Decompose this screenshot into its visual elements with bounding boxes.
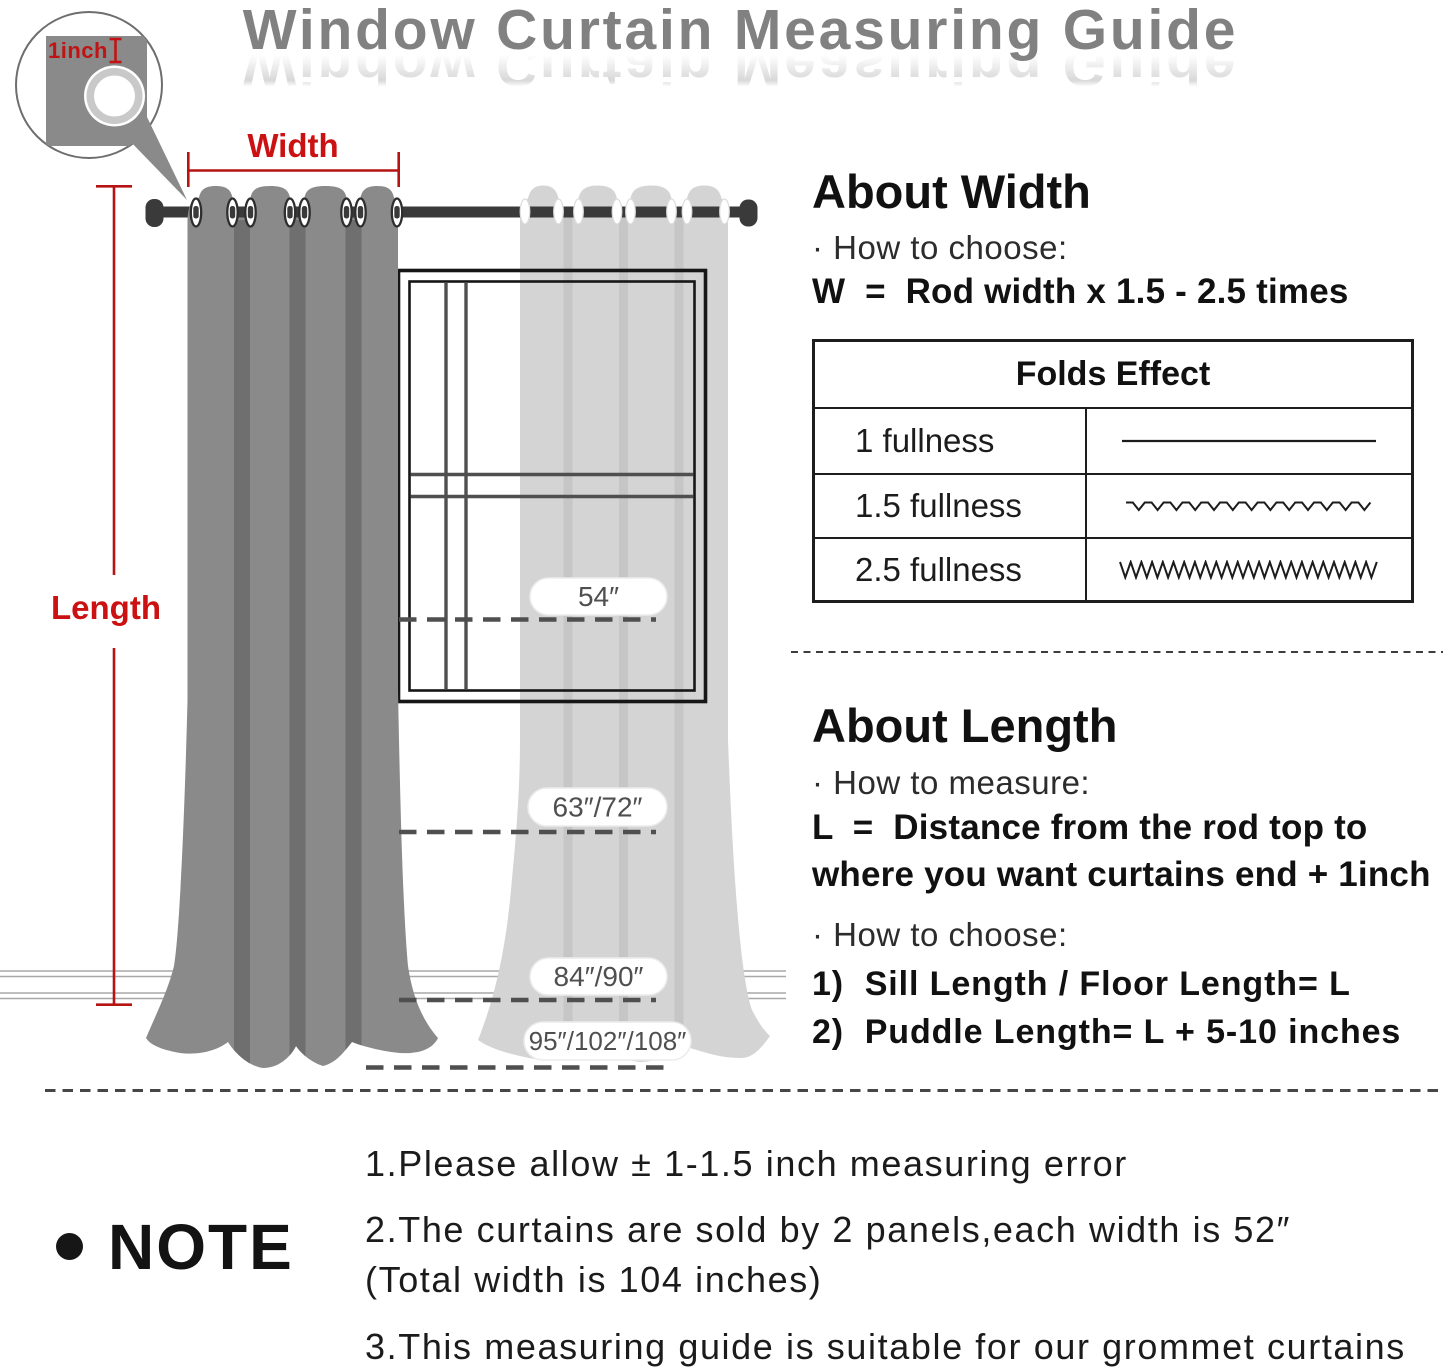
light-grommets (519, 198, 730, 225)
length-formula-line2: where you want curtains end + 1inch (812, 855, 1431, 894)
size-pill-63-72-label: 63″/72″ (553, 792, 643, 823)
magnified-grommet-hole (94, 75, 135, 117)
size-pill-63-72: 63″/72″ (527, 787, 668, 827)
length-dimension (96, 185, 132, 1007)
window (396, 268, 708, 704)
page-title-wrap: Window Curtain Measuring Guide (18, 0, 1445, 59)
folds-table-row-1: 1 fullness (815, 409, 1411, 473)
about-length-how-to-choose: · How to choose: (812, 916, 1068, 953)
note-line-2: 2.The curtains are sold by 2 panels,each… (365, 1209, 1292, 1250)
dark-curtain (146, 186, 438, 1068)
note-bullet (56, 1233, 83, 1260)
page-title: Window Curtain Measuring Guide (242, 0, 1239, 62)
one-inch-bracket (109, 37, 122, 64)
folds-row1-effect (1087, 409, 1411, 473)
folds-table-row-3: 2.5 fullness (815, 537, 1411, 601)
note-line-2b: (Total width is 104 inches) (365, 1259, 823, 1300)
size-pill-54-label: 54″ (578, 581, 619, 612)
size-pill-95-102-108-label: 95″/102″/108″ (529, 1026, 687, 1056)
fold-line-wavy (1126, 501, 1372, 512)
folds-row3-label: 2.5 fullness (815, 539, 1087, 601)
light-curtain-folds (563, 214, 684, 1062)
size-pills: 54″ 63″/72″ 84″/90″ 95″/102″/108″ (523, 577, 692, 1061)
size-lines (366, 617, 669, 1070)
grommet-magnifier: 1inch (15, 11, 187, 200)
about-width-heading: About Width (812, 165, 1091, 218)
size-pill-54: 54″ (529, 577, 668, 616)
fold-line-zigzag (1119, 560, 1378, 580)
folds-row2-effect (1087, 475, 1411, 537)
folds-table-header: Folds Effect (815, 342, 1411, 409)
folds-effect-table: Folds Effect 1 fullness 1.5 fullness 2.5… (812, 339, 1414, 603)
folds-table-row-2: 1.5 fullness (815, 473, 1411, 537)
curtain-rod (145, 199, 758, 227)
about-width-how-to-choose: · How to choose: (812, 229, 1068, 266)
length-choose-item-1: 1) Sill Length / Floor Length= L (812, 965, 1351, 1003)
width-dimension (187, 152, 401, 187)
curtain-diagram: 1inch Width Length (0, 11, 786, 1070)
size-pill-84-90: 84″/90″ (529, 957, 668, 996)
length-formula-line1: L = Distance from the rod top to (812, 808, 1368, 847)
note-line-1: 1.Please allow ± 1-1.5 inch measuring er… (365, 1143, 1128, 1184)
width-formula: W = Rod width x 1.5 - 2.5 times (812, 272, 1349, 311)
folds-row1-label: 1 fullness (815, 409, 1087, 473)
rod-connectors (232, 206, 361, 218)
folds-row3-effect (1087, 539, 1411, 601)
length-choose-item-2: 2) Puddle Length= L + 5-10 inches (812, 1013, 1402, 1051)
one-inch-label: 1inch (48, 38, 108, 63)
width-label: Width (247, 127, 338, 164)
folds-row2-label: 1.5 fullness (815, 475, 1087, 537)
length-label: Length (51, 589, 161, 626)
separator-dashed-bottom (45, 1089, 1443, 1092)
note-title: NOTE (108, 1211, 294, 1283)
size-pill-95-102-108: 95″/102″/108″ (523, 1021, 692, 1061)
dark-curtain-folds (234, 220, 362, 1068)
about-length-heading: About Length (812, 699, 1118, 752)
light-curtain (478, 185, 770, 1062)
size-pill-84-90-label: 84″/90″ (554, 961, 644, 992)
about-length-how-to-measure: · How to measure: (812, 764, 1091, 801)
dark-grommets (189, 197, 404, 228)
balloon-tail (126, 117, 187, 200)
note-line-3: 3.This measuring guide is suitable for o… (365, 1326, 1406, 1367)
fold-line-straight (1122, 439, 1376, 443)
separator-dashed-right (791, 651, 1443, 653)
